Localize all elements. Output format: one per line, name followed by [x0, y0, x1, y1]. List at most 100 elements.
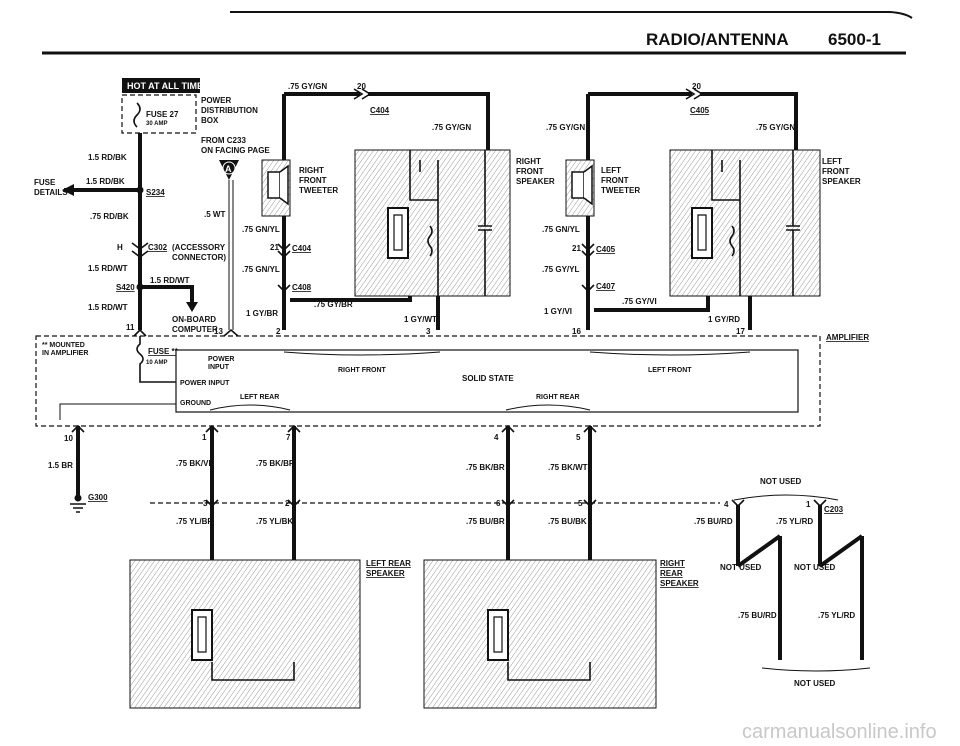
page-title: RADIO/ANTENNA [646, 30, 789, 49]
wire-1-gy-rd-label: 1 GY/RD [708, 315, 740, 324]
left-front-speaker-group: 20 C405 .75 GY/GN .75 GY/GN LEFT FRONT T… [542, 82, 861, 336]
amplifier-title: AMPLIFIER [826, 333, 869, 342]
hot-badge-text: HOT AT ALL TIMES [127, 81, 209, 91]
pin-2-label: 2 [276, 327, 281, 336]
distribution-line-2: DISTRIBUTION [201, 106, 258, 115]
pin-17-label: 17 [736, 327, 745, 336]
not-used-top-label: NOT USED [760, 477, 802, 486]
header-curve [230, 11, 913, 19]
connector-c302-label: C302 [148, 243, 168, 252]
not-used-top-brace [733, 494, 839, 501]
lf-tweeter-line-3: TWEETER [601, 186, 640, 195]
bu-rd-wire-path [736, 505, 782, 660]
wire-yl-bk-label: .75 YL/BK [256, 517, 293, 526]
splice-s234-dot [136, 186, 144, 194]
wire-bu-br-label: .75 BU/BR [466, 517, 505, 526]
lf-speaker-capacitor [786, 150, 800, 296]
pin-1b-label: 1 [806, 500, 811, 509]
onboard-arrow [186, 302, 198, 312]
splice-s234-label: S234 [146, 188, 165, 197]
wire-bk-wt-label: .75 BK/WT [548, 463, 588, 472]
from-c233-line-1: FROM C233 [201, 136, 246, 145]
pin-20-right-label: 20 [692, 82, 701, 91]
not-used-bottom-label: NOT USED [794, 679, 836, 688]
power-input-line-1: POWER [208, 356, 234, 363]
c404-top-connector [353, 88, 372, 100]
left-front-brace [589, 351, 751, 356]
lr-speaker-box [129, 559, 361, 709]
right-front-speaker-group: .75 GY/GN 20 C404 .75 GY/GN RIGHT FRONT … [242, 82, 555, 336]
watermark: carmanualsonline.info [742, 721, 937, 743]
c407-label: C407 [596, 282, 616, 291]
not-used-right-label: NOT USED [794, 563, 836, 572]
wire-bu-bk-label: .75 BU/BK [548, 517, 587, 526]
ground-g300-label: G300 [88, 493, 108, 502]
c405-label: C405 [596, 245, 616, 254]
amp-fuse-rating: 10 AMP [146, 360, 167, 366]
wire-gy-gn-right-label: .75 GY/GN [546, 123, 585, 132]
pin-4b-label: 4 [724, 500, 729, 509]
wire-bu-rd-label: .75 BU/RD [694, 517, 733, 526]
pin-7-label: 7 [286, 433, 291, 442]
wire-gy-gn-label-2: .75 GY/GN [432, 123, 471, 132]
wire-label-5wt: .5 WT [204, 210, 225, 219]
c405-connector [581, 243, 595, 259]
wire-gy-gn-right-label-2: .75 GY/GN [756, 123, 795, 132]
c404-connector [277, 243, 291, 259]
lf-speaker-cone [697, 214, 707, 251]
wire-gy-br-label: .75 GY/BR [314, 300, 353, 309]
c408-connector [277, 284, 291, 293]
distribution-line-1: POWER [201, 96, 231, 105]
wire-yl-rd-2-label: .75 YL/RD [818, 611, 855, 620]
wire-1-5-br-label: 1.5 BR [48, 461, 73, 470]
header: RADIO/ANTENNA 6500-1 [42, 11, 913, 55]
pin-3-bottom-label: 3 [203, 499, 208, 508]
splice-s420-label: S420 [116, 283, 135, 292]
right-rear-brace [505, 404, 591, 411]
fuse-27-rating: 30 AMP [146, 121, 167, 127]
wire-bk-vi-label: .75 BK/VI [176, 459, 211, 468]
pin-11-label: 11 [126, 323, 135, 332]
gy-gn-top-wire [284, 92, 490, 150]
mid-connectors [205, 499, 827, 508]
rr-speaker-line-3: SPEAKER [660, 579, 699, 588]
pin-5b-label: 5 [578, 499, 583, 508]
rf-speaker-cone [393, 214, 403, 251]
lr-speaker-loop [211, 662, 295, 681]
c408-label: C408 [292, 283, 312, 292]
lf-speaker-internal-wiring [711, 150, 741, 296]
wire-1-gy-wt-label: 1 GY/WT [404, 315, 437, 324]
page-number: 6500-1 [828, 30, 881, 49]
onboard-feed-wire [140, 285, 194, 304]
wire-gn-yl-label: .75 GN/YL [242, 225, 280, 234]
rr-speaker-box [423, 559, 657, 709]
pin-16-label: 16 [572, 327, 581, 336]
wire-gn-yl-label-2: .75 GN/YL [242, 265, 280, 274]
rr-speaker-cone [493, 616, 503, 653]
mounted-line-1: ** MOUNTED [42, 342, 85, 349]
rf-tweeter-line-1: RIGHT [299, 166, 324, 175]
wire-label-1: 1.5 RD/BK [88, 153, 127, 162]
right-front-brace [283, 351, 441, 356]
fuse-details-arrow [62, 184, 74, 196]
pin-13-label: 13 [214, 327, 223, 336]
lf-tweeter-line-1: LEFT [601, 166, 621, 175]
lr-speaker-line-2: SPEAKER [366, 569, 405, 578]
c407-connector [581, 284, 595, 293]
wire-bk-br-label: .75 BK/BR [256, 459, 295, 468]
rf-speaker-internal-wiring [409, 150, 439, 296]
rf-speaker-capacitor [478, 150, 492, 296]
node-a-circle [222, 161, 236, 175]
left-rear-brace [209, 404, 291, 411]
hot-at-all-times-badge [122, 78, 200, 93]
lr-speaker-cone [197, 616, 207, 653]
wire-yl-rd-label: .75 YL/RD [776, 517, 813, 526]
rf-speaker-box [354, 149, 511, 297]
wire-gy-gn-label: .75 GY/GN [288, 82, 327, 91]
fuse-details-line-2: DETAILS [34, 188, 68, 197]
mounted-line-2: IN AMPLIFIER [42, 350, 88, 357]
gy-vi-wire [594, 296, 710, 312]
not-used-left-label: NOT USED [720, 563, 762, 572]
accessory-line-1: (ACCESSORY [172, 243, 226, 252]
fuse-27-label: FUSE 27 [146, 110, 179, 119]
